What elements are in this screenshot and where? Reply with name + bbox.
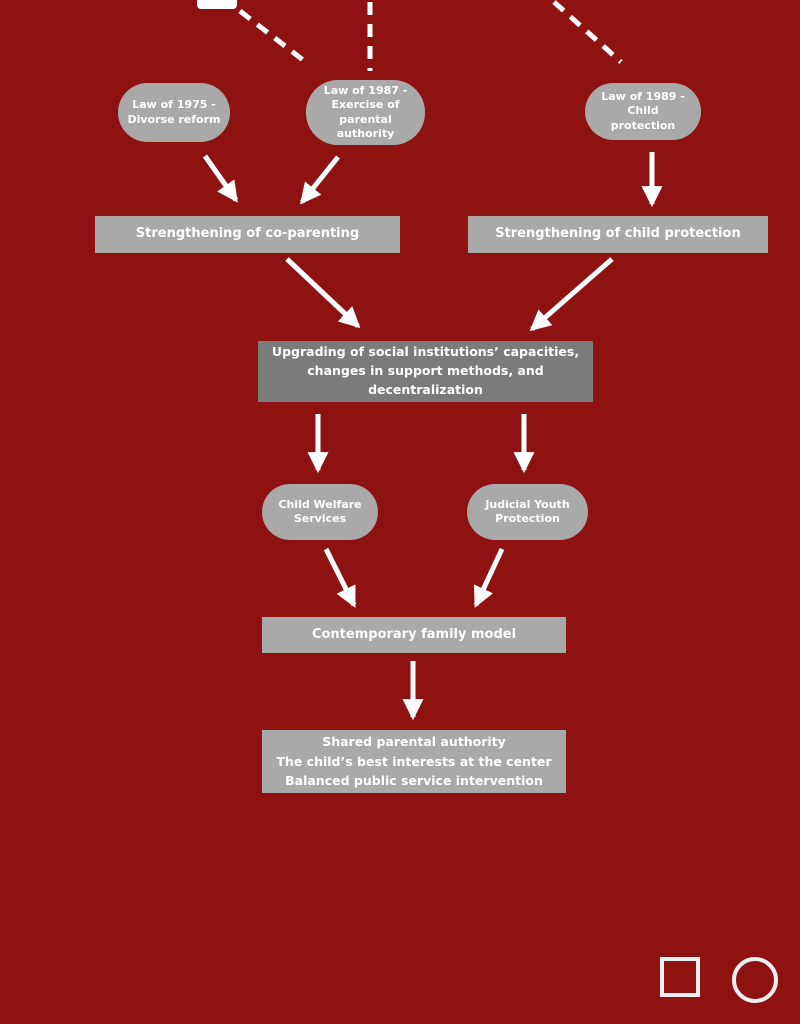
node-label-line: Law of 1987 - [323, 83, 408, 97]
node-label-line: Law of 1989 - Child [601, 90, 685, 118]
node-label-line: Services [293, 512, 347, 525]
arrow-judicialyouth-to-familymodel [473, 547, 505, 608]
node-law-1975: Law of 1975 - Divorse reform [118, 83, 230, 142]
node-upgrading-institutions: Upgrading of social institutions’ capaci… [258, 341, 593, 402]
node-judicial-youth-protection: Judicial Youth Protection [467, 484, 588, 540]
node-child-welfare-services: Child Welfare Services [262, 484, 378, 540]
node-contemporary-family-model: Contemporary family model [262, 617, 566, 653]
node-label-line: Law of 1975 - [132, 98, 216, 112]
arrow-law1987-to-coparenting [300, 155, 340, 205]
arrow-childprotection-to-upgrading [529, 257, 614, 332]
node-label-line: Divorse reform [127, 112, 221, 126]
arrow-law1975-to-coparenting [202, 154, 239, 203]
node-label: Contemporary family model [311, 626, 517, 642]
node-label-line: Shared parental authority [322, 734, 506, 750]
dashed-line-right [552, 0, 623, 64]
node-label: Strengthening of child protection [495, 226, 741, 242]
cropped-shape-stub [197, 0, 237, 9]
node-label-line: changes in support methods, and decentra… [307, 363, 544, 397]
square-outline-icon [660, 957, 700, 997]
node-law-1987: Law of 1987 - Exercise of parental autho… [306, 80, 425, 145]
dashed-line-left [238, 9, 305, 62]
arrow-childwelfare-to-familymodel [323, 547, 357, 608]
node-label-line: protection [610, 118, 676, 132]
node-strengthening-co-parenting: Strengthening of co-parenting [95, 216, 400, 253]
node-label-line: Judicial Youth [485, 497, 570, 511]
node-label-line: Protection [495, 512, 560, 525]
arrow-coparenting-to-upgrading [285, 257, 361, 329]
node-label-line: Child Welfare [278, 497, 362, 511]
node-strengthening-child-protection: Strengthening of child protection [468, 216, 768, 253]
circle-outline-icon [732, 957, 778, 1003]
node-law-1989: Law of 1989 - Child protection [585, 83, 701, 140]
node-label: Strengthening of co-parenting [135, 226, 360, 242]
node-label-line: The child’s best interests at the center [276, 753, 552, 769]
node-label-line: Upgrading of social institutions’ capaci… [271, 344, 580, 360]
node-label-line: authority [336, 126, 395, 140]
node-label-line: Exercise of parental [331, 98, 400, 126]
node-outcomes: Shared parental authority The child’s be… [262, 730, 566, 793]
node-label-line: Balanced public service intervention [285, 773, 543, 789]
